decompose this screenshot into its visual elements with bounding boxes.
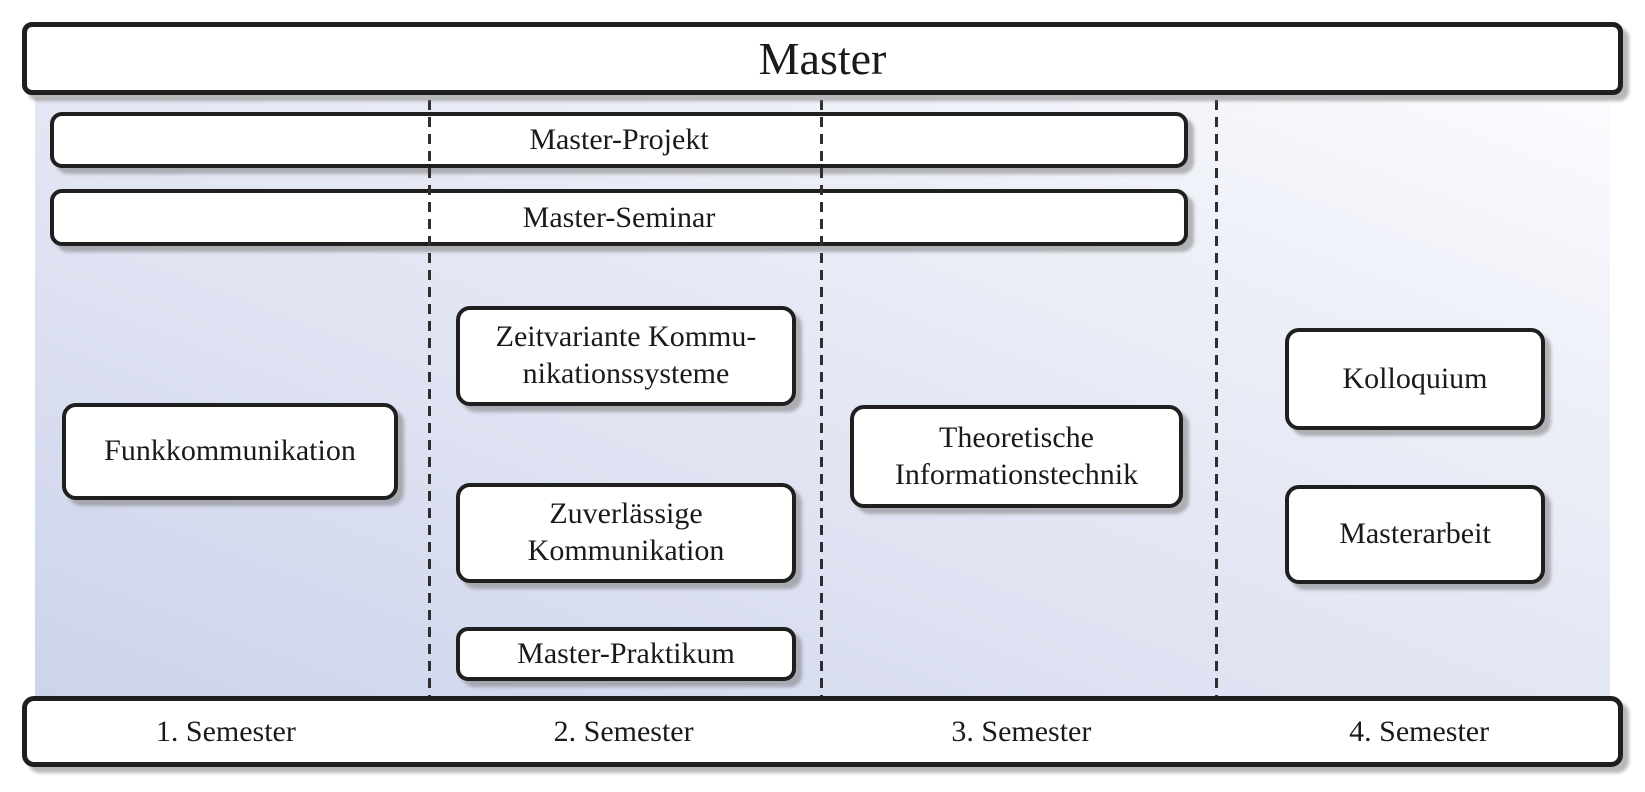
course-label-line: Informationstechnik [894, 457, 1139, 491]
diagram-title: Master [758, 33, 887, 84]
master-title-box: Master [22, 22, 1623, 95]
semester-divider-line-3 [1215, 100, 1218, 696]
course-box-zuverlaessige-kommunikation: Zuverlässige Kommunikation [456, 483, 796, 583]
course-label-line: Masterarbeit [1339, 517, 1491, 551]
course-box-funkkommunikation: Funkkommunikation [62, 403, 398, 500]
course-label-line: Master-Praktikum [517, 636, 735, 670]
master-projekt-bar: Master-Projekt [50, 112, 1188, 168]
course-box-masterarbeit: Masterarbeit [1285, 485, 1545, 584]
course-label-line: Zuverlässige [549, 497, 703, 531]
course-label-line: Theoretische [939, 420, 1094, 454]
semester-label-4-text: 4. Semester [1349, 714, 1490, 748]
semester-label-1-text: 1. Semester [155, 714, 296, 748]
course-label-line: Kommunikation [527, 534, 725, 567]
course-label-line: Funkkommunikation [104, 434, 356, 468]
semester-axis-bar: 1. Semester 2. Semester 3. Semester 4. S… [22, 696, 1623, 767]
master-seminar-bar: Master-Seminar [50, 189, 1188, 246]
semester-divider-line-1 [428, 100, 431, 696]
semester-label-2: 2. Semester [425, 715, 823, 749]
semester-label-3-text: 3. Semester [951, 714, 1092, 748]
master-projekt-label: Master-Projekt [529, 123, 709, 156]
course-box-kolloquium: Kolloquium [1285, 328, 1545, 430]
course-label-line: nikationssysteme [522, 357, 730, 390]
semester-label-2-text: 2. Semester [553, 714, 694, 748]
course-box-zeitvariante-kommunikationssysteme: Zeitvariante Kommu- nikationssysteme [456, 306, 796, 406]
course-label-line: Kolloquium [1342, 361, 1488, 395]
semester-divider-line-2 [820, 100, 823, 696]
semester-label-3: 3. Semester [823, 715, 1221, 749]
course-box-theoretische-informationstechnik: Theoretische Informationstechnik [850, 405, 1183, 508]
semester-label-1: 1. Semester [27, 715, 425, 749]
course-box-master-praktikum: Master-Praktikum [456, 627, 796, 681]
semester-label-4: 4. Semester [1220, 715, 1618, 749]
course-label-line: Zeitvariante Kommu- [495, 320, 757, 354]
master-seminar-label: Master-Seminar [522, 200, 716, 234]
